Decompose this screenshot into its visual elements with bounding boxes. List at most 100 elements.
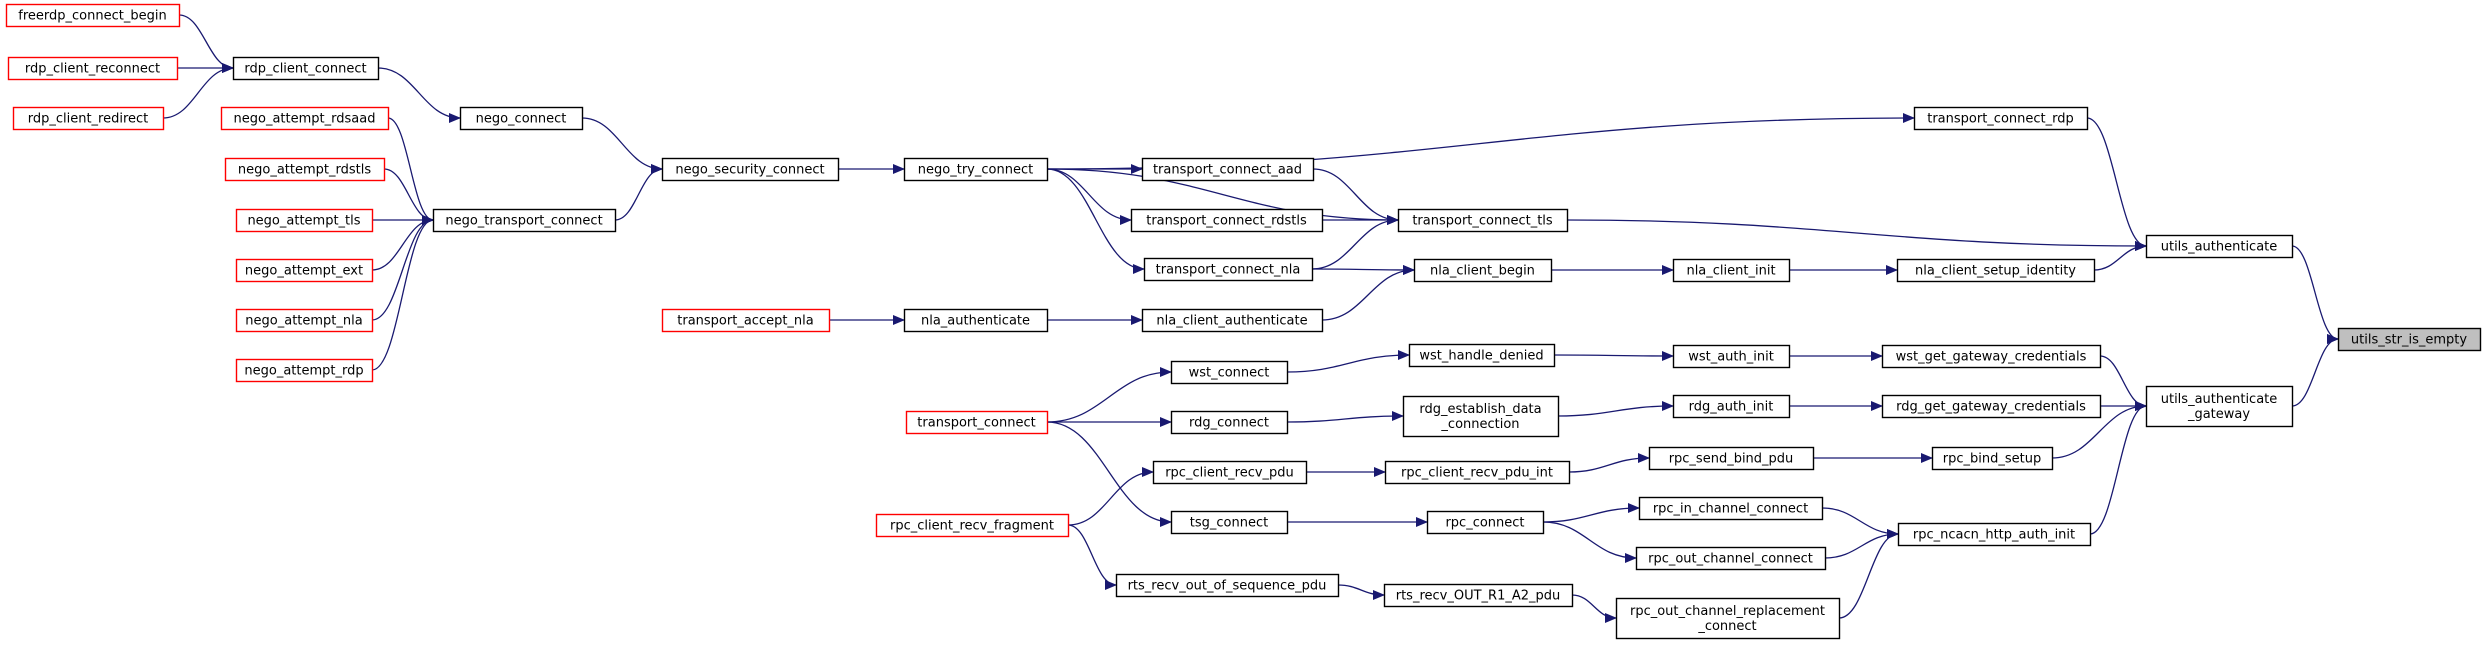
edge-transport_connect_rdp-to-utils_authenticate (2086, 117, 2147, 251)
node-label: nego_attempt_ext (245, 264, 363, 279)
node-box (1426, 510, 1545, 535)
node-nego_connect[interactable]: nego_connect (459, 106, 584, 131)
node-rpc_client_recv_pdu_int[interactable]: rpc_client_recv_pdu_int (1384, 460, 1571, 485)
node-nego_attempt_rdp[interactable]: nego_attempt_rdp (235, 358, 374, 383)
edge-utils_authenticate_gateway-to-utils_str_is_empty (2291, 334, 2339, 407)
node-nego_attempt_nla[interactable]: nego_attempt_nla (235, 308, 374, 333)
node-wst_auth_init[interactable]: wst_auth_init (1672, 344, 1791, 369)
node-rdg_connect[interactable]: rdg_connect (1170, 410, 1289, 435)
node-rpc_ncacn_http_auth_init[interactable]: rpc_ncacn_http_auth_init (1897, 522, 2092, 547)
node-rdp_client_redirect[interactable]: rdp_client_redirect (12, 106, 165, 131)
edge-rpc_out_channel_connect-to-rpc_ncacn_http_auth_init (1824, 529, 1899, 559)
node-transport_connect_rdstls[interactable]: transport_connect_rdstls (1130, 208, 1324, 233)
node-nego_attempt_rdsaad[interactable]: nego_attempt_rdsaad (220, 106, 390, 131)
node-label: wst_auth_init (1688, 350, 1774, 365)
node-nla_client_authenticate[interactable]: nla_client_authenticate (1141, 308, 1324, 333)
node-label: nego_transport_connect (445, 214, 602, 229)
node-wst_handle_denied[interactable]: wst_handle_denied (1408, 343, 1556, 368)
node-nla_client_setup_identity[interactable]: nla_client_setup_identity (1896, 258, 2096, 283)
edge-nla_client_setup_identity-to-utils_authenticate (2093, 241, 2147, 271)
node-nla_client_init[interactable]: nla_client_init (1672, 258, 1791, 283)
node-box (12, 106, 165, 131)
edge-nego_connect-to-nego_security_connect (581, 117, 663, 174)
node-freerdp_connect_begin[interactable]: freerdp_connect_begin (5, 3, 181, 28)
node-label: transport_accept_nla (677, 314, 814, 329)
node-rdg_get_gateway_credentials[interactable]: rdg_get_gateway_credentials (1881, 394, 2102, 419)
node-rpc_in_channel_connect[interactable]: rpc_in_channel_connect (1638, 496, 1824, 521)
node-label: nla_client_init (1686, 264, 1775, 279)
node-utils_authenticate_gateway[interactable]: utils_authenticate_gateway (2145, 385, 2294, 428)
node-label: nego_attempt_nla (245, 314, 362, 329)
node-box (875, 513, 1070, 538)
node-nego_transport_connect[interactable]: nego_transport_connect (432, 208, 617, 233)
node-transport_connect_nla[interactable]: transport_connect_nla (1143, 257, 1314, 282)
node-rpc_bind_setup[interactable]: rpc_bind_setup (1931, 446, 2054, 471)
node-rpc_send_bind_pdu[interactable]: rpc_send_bind_pdu (1648, 446, 1815, 471)
node-label: rdg_establish_data_connection (1419, 402, 1541, 432)
node-box (1648, 446, 1815, 471)
edge-rpc_client_recv_fragment-to-rpc_client_recv_pdu (1067, 467, 1154, 526)
node-nego_attempt_ext[interactable]: nego_attempt_ext (235, 258, 374, 283)
node-utils_authenticate[interactable]: utils_authenticate (2145, 234, 2294, 259)
node-box (1897, 522, 2092, 547)
edge-rpc_client_recv_pdu_int-to-rpc_send_bind_pdu (1568, 453, 1650, 473)
node-rdp_client_reconnect[interactable]: rdp_client_reconnect (7, 56, 179, 81)
node-label: nla_client_setup_identity (1915, 264, 2076, 279)
node-nego_attempt_tls[interactable]: nego_attempt_tls (235, 208, 374, 233)
node-label: transport_connect_aad (1153, 163, 1302, 178)
node-box (1170, 410, 1289, 435)
node-rpc_connect[interactable]: rpc_connect (1426, 510, 1545, 535)
node-utils_str_is_empty[interactable]: utils_str_is_empty (2337, 327, 2482, 352)
node-rpc_out_channel_replacement_connect[interactable]: rpc_out_channel_replacement_connect (1615, 597, 1841, 640)
node-label: wst_handle_denied (1419, 349, 1543, 364)
node-box (235, 358, 374, 383)
edge-rpc_out_channel_replacement_connect-to-rpc_ncacn_http_auth_init (1838, 529, 1899, 619)
node-box (1141, 157, 1315, 182)
edge-rdg_connect-to-rdg_establish_data_connection (1286, 411, 1404, 423)
node-label: rpc_out_channel_replacement_connect (1630, 604, 1825, 634)
node-rpc_client_recv_pdu[interactable]: rpc_client_recv_pdu (1152, 460, 1308, 485)
node-box (903, 157, 1049, 182)
node-nego_try_connect[interactable]: nego_try_connect (903, 157, 1049, 182)
node-transport_connect_tls[interactable]: transport_connect_tls (1397, 208, 1569, 233)
node-label: nego_attempt_rdp (244, 364, 363, 379)
node-label: rpc_connect (1445, 516, 1524, 531)
node-tsg_connect[interactable]: tsg_connect (1170, 510, 1289, 535)
edge-transport_connect_aad-to-transport_connect_tls (1312, 168, 1399, 225)
node-label: rpc_client_recv_pdu (1165, 466, 1294, 481)
node-nla_authenticate[interactable]: nla_authenticate (903, 308, 1049, 333)
node-rpc_out_channel_connect[interactable]: rpc_out_channel_connect (1635, 546, 1827, 571)
node-label: wst_get_gateway_credentials (1896, 350, 2087, 365)
node-label: rdg_get_gateway_credentials (1896, 400, 2086, 415)
node-box (1615, 597, 1841, 640)
node-transport_connect_rdp[interactable]: transport_connect_rdp (1913, 106, 2089, 131)
node-nego_attempt_rdstls[interactable]: nego_attempt_rdstls (224, 157, 386, 182)
node-nla_client_begin[interactable]: nla_client_begin (1413, 258, 1553, 283)
node-box (1635, 546, 1827, 571)
node-box (1384, 460, 1571, 485)
node-rdg_establish_data_connection[interactable]: rdg_establish_data_connection (1402, 395, 1560, 438)
node-rdg_auth_init[interactable]: rdg_auth_init (1672, 394, 1791, 419)
node-rdp_client_connect[interactable]: rdp_client_connect (232, 56, 380, 81)
node-box (235, 258, 374, 283)
node-label: utils_authenticate (2161, 240, 2278, 255)
node-box (1408, 343, 1556, 368)
edge-rdp_client_connect-to-nego_connect (377, 67, 461, 123)
node-rts_recv_OUT_R1_A2_pdu[interactable]: rts_recv_OUT_R1_A2_pdu (1383, 583, 1574, 608)
node-wst_get_gateway_credentials[interactable]: wst_get_gateway_credentials (1881, 344, 2102, 369)
node-transport_connect_aad[interactable]: transport_connect_aad (1141, 157, 1315, 182)
node-box (1141, 308, 1324, 333)
edge-wst_handle_denied-to-wst_auth_init (1553, 350, 1674, 361)
edge-freerdp_connect_begin-to-rdp_client_connect (178, 14, 234, 73)
node-transport_accept_nla[interactable]: transport_accept_nla (661, 308, 831, 333)
node-transport_connect[interactable]: transport_connect (905, 410, 1049, 435)
node-rpc_client_recv_fragment[interactable]: rpc_client_recv_fragment (875, 513, 1070, 538)
node-wst_connect[interactable]: wst_connect (1170, 360, 1289, 385)
node-box (220, 106, 390, 131)
node-box (2337, 327, 2482, 352)
node-rts_recv_out_of_sequence_pdu[interactable]: rts_recv_out_of_sequence_pdu (1115, 573, 1340, 598)
node-nego_security_connect[interactable]: nego_security_connect (661, 157, 840, 182)
node-label: rdp_client_reconnect (25, 62, 160, 77)
edges-layer (162, 14, 2339, 623)
node-box (2145, 385, 2294, 428)
